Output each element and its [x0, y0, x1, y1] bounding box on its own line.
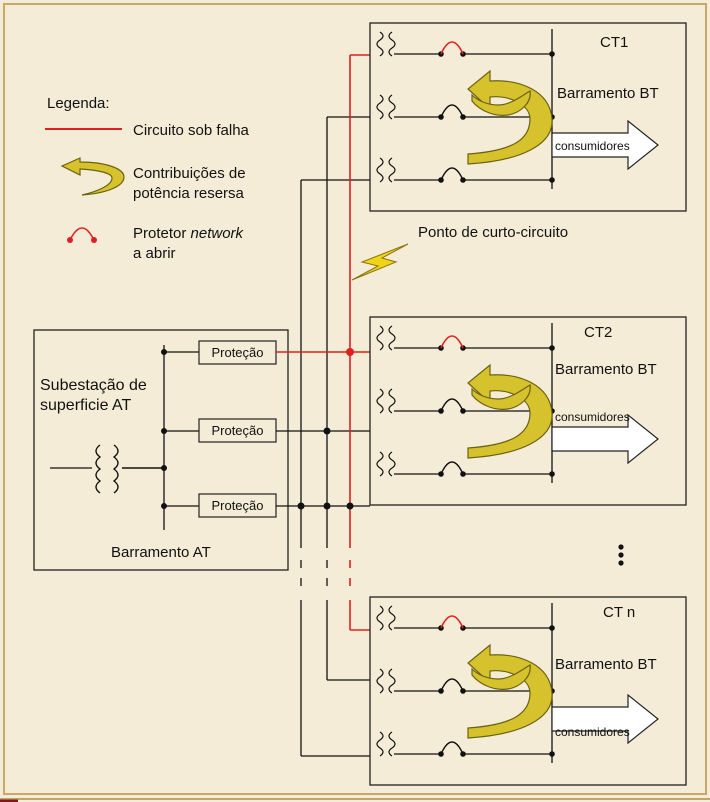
ct-bus-label: Barramento BT — [555, 361, 657, 378]
ct-box-2: CT2 Barramento BT consumidores — [369, 316, 687, 506]
outer-frame — [3, 3, 707, 795]
protection-label: Proteção — [211, 498, 263, 513]
ct-bus-label: Barramento BT — [555, 656, 657, 673]
hv-transformer-icon — [50, 444, 164, 494]
substation-title-line1: Subestação de — [40, 377, 147, 394]
legend-protector-line1: Protetor network — [133, 225, 245, 242]
feeder-lines — [276, 54, 370, 757]
ct-consumers-label: consumidores — [555, 410, 630, 424]
ct-box-1: CT1 Barramento BT consumidores — [369, 22, 687, 212]
lightning-icon — [351, 243, 409, 281]
legend-reverse-power-line1: Contribuições de — [133, 165, 246, 182]
substation-bus-label: Barramento AT — [111, 544, 211, 561]
legend-protector-icon — [67, 227, 97, 243]
ct-consumers-label: consumidores — [555, 725, 630, 739]
legend-reverse-power-arrow-icon — [60, 157, 125, 196]
ct-name: CT n — [603, 604, 635, 621]
legend: Legenda: Circuito sob falha Contribuiçõe… — [45, 95, 250, 262]
ct-consumers-label: consumidores — [555, 139, 630, 153]
protection-label: Proteção — [211, 345, 263, 360]
legend-title: Legenda: — [47, 95, 110, 112]
ct-bus-label: Barramento BT — [557, 85, 659, 102]
substation: Subestação de superficie AT Barramento A… — [33, 329, 289, 571]
legend-protector-line2: a abrir — [133, 245, 176, 262]
ct-name: CT2 — [584, 324, 612, 341]
legend-fault-label: Circuito sob falha — [133, 122, 250, 139]
more-stations-ellipsis-icon — [618, 544, 624, 566]
legend-reverse-power-line2: potência resersa — [133, 185, 245, 202]
ct-name: CT1 — [600, 34, 628, 51]
ct-box-n: CT n Barramento BT consumidores — [369, 596, 687, 786]
substation-box — [33, 329, 289, 571]
fault-point-label: Ponto de curto-circuito — [418, 224, 568, 241]
protection-label: Proteção — [211, 423, 263, 438]
substation-title-line2: superficie AT — [40, 397, 132, 414]
